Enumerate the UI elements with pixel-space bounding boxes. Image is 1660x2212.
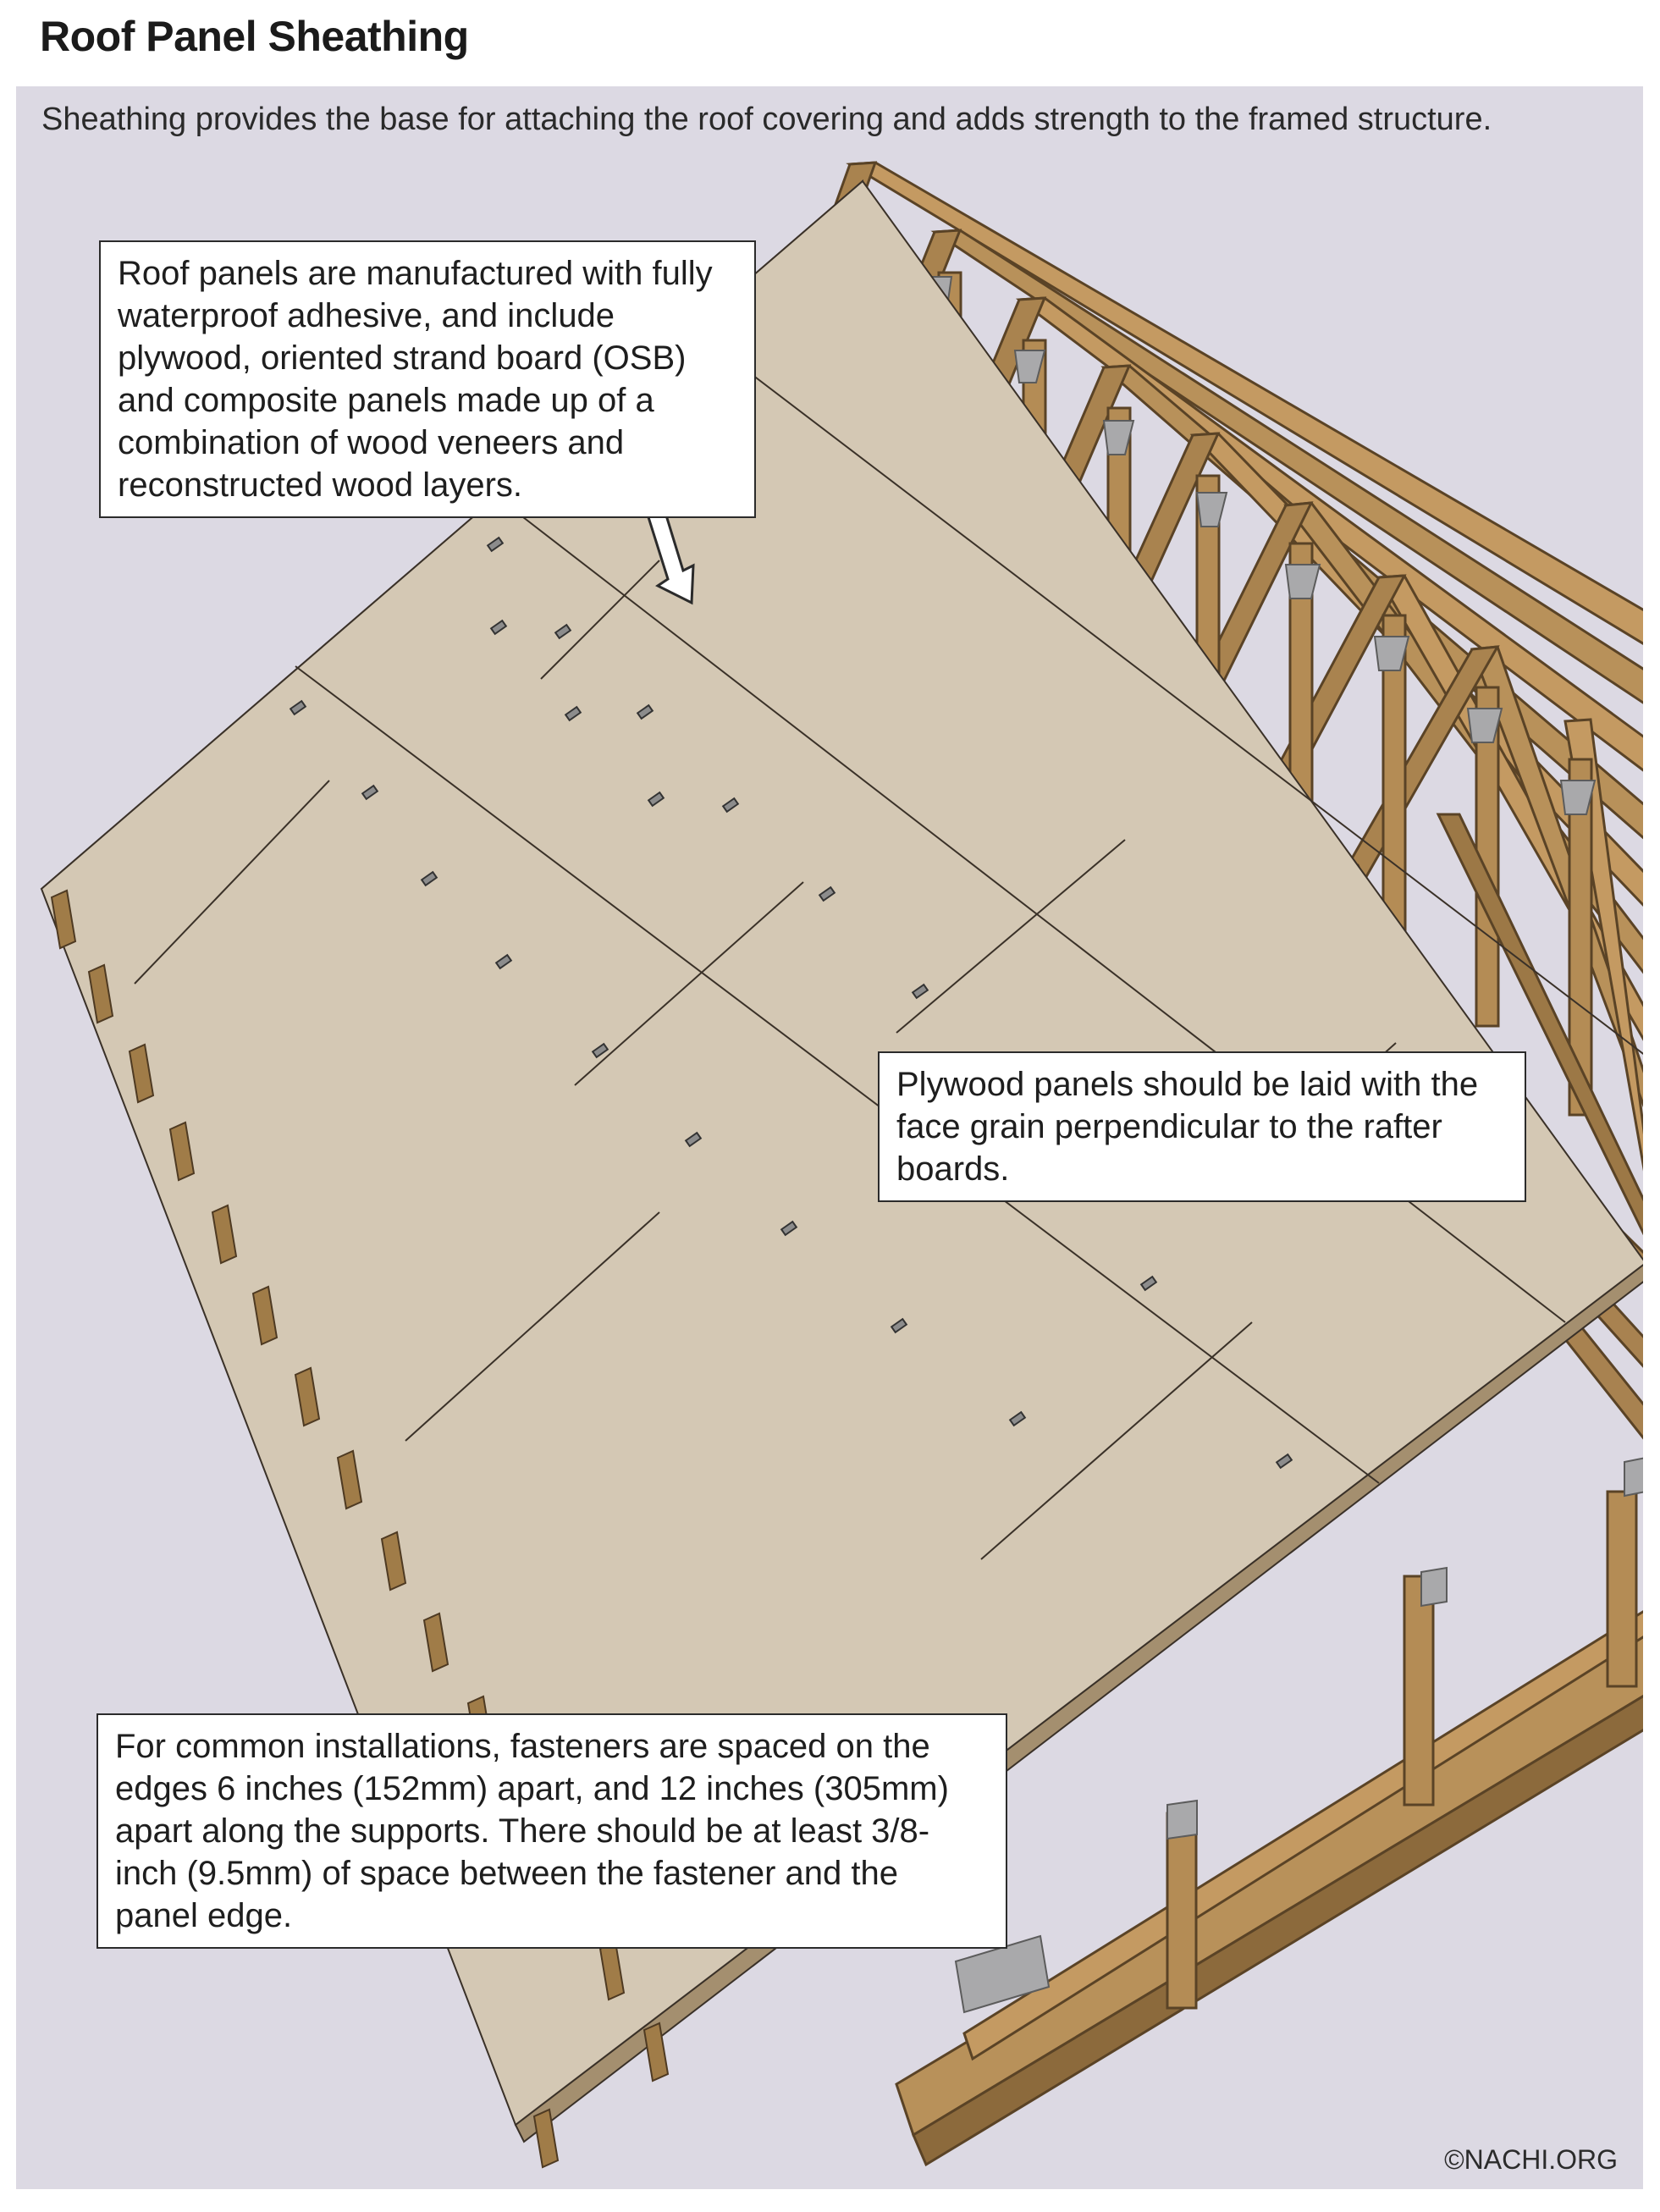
callout-face-grain-text: Plywood panels should be laid with the f… — [896, 1066, 1479, 1188]
rafter-tails — [50, 889, 670, 2169]
fasteners — [289, 536, 1293, 1470]
illustration-panel: Sheathing provides the base for attachin… — [16, 86, 1643, 2189]
gusset-plates — [924, 276, 1643, 2014]
callout-fasteners-text: For common installations, fasteners are … — [115, 1728, 949, 1934]
callout-fasteners: For common installations, fasteners are … — [97, 1713, 1007, 1949]
subtitle: Sheathing provides the base for attachin… — [41, 102, 1492, 137]
callout-face-grain: Plywood panels should be laid with the f… — [878, 1051, 1526, 1202]
callout-panel-types: Roof panels are manufactured with fully … — [99, 240, 756, 518]
copyright-credit: ©NACHI.ORG — [1444, 2144, 1618, 2175]
page-title: Roof Panel Sheathing — [40, 13, 469, 60]
callout-panel-types-text: Roof panels are manufactured with fully … — [118, 255, 713, 504]
roof-illustration — [40, 161, 1643, 2169]
